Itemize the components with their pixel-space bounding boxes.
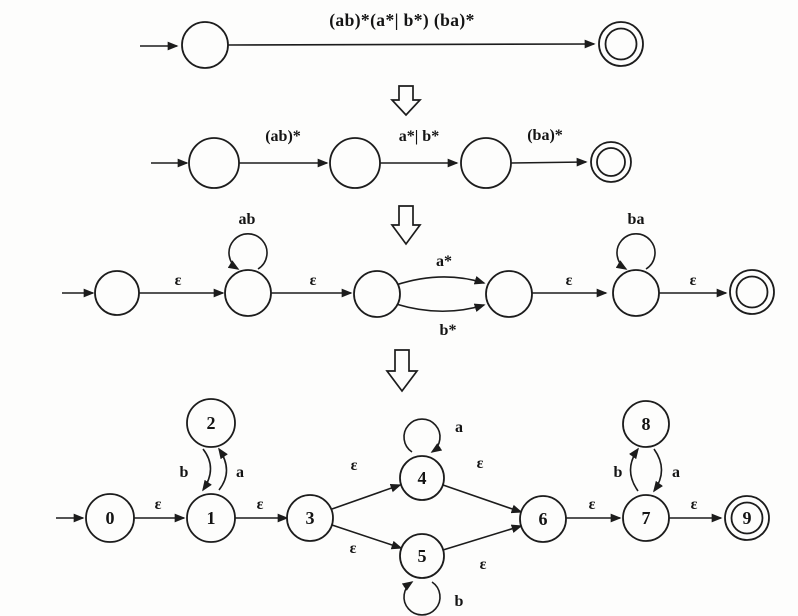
- self-loop-edge-4-a: [403, 418, 443, 453]
- epsilon-edge-3-4: [331, 483, 402, 510]
- epsilon-label: ε: [310, 272, 317, 289]
- edge-2-to-1-b: [202, 448, 212, 492]
- state-4-label: 4: [418, 468, 427, 488]
- stage2-concatenation-nfa: (ab)* a*| b* (ba)*: [151, 127, 632, 189]
- input-a-label: a: [236, 464, 244, 481]
- state-9-label: 9: [743, 508, 752, 528]
- self-loop-label: ab: [239, 211, 256, 228]
- state: [485, 270, 533, 318]
- state: [94, 270, 140, 316]
- branch-top-edge: [395, 276, 486, 286]
- accepting-state-inner-ring: [604, 27, 638, 61]
- epsilon-label: ε: [155, 496, 162, 513]
- input-a-label: a: [672, 464, 680, 481]
- stage3-epsilon-nfa: ε ab ε a* b* ε ba ε: [62, 211, 775, 339]
- state-1-label: 1: [207, 508, 216, 528]
- accepting-state: [598, 21, 644, 67]
- step-down-arrow-icon: [390, 85, 422, 117]
- self-loop-edge-5-b: [401, 581, 441, 616]
- start-state: [181, 21, 229, 69]
- regex-transition-label: (ab)*(a*| b*) (ba)*: [329, 10, 475, 30]
- edge-1-to-2-a: [218, 447, 228, 491]
- state-2: [186, 398, 236, 448]
- state-0-label: 0: [106, 508, 115, 528]
- state-6: [519, 495, 567, 543]
- accepting-state: [729, 269, 775, 315]
- state-2-label: 2: [207, 413, 216, 433]
- input-b-label: b: [180, 464, 189, 481]
- epsilon-label: ε: [691, 496, 698, 513]
- epsilon-label: ε: [480, 556, 487, 573]
- accepting-state-inner-ring: [730, 501, 764, 535]
- edge-7-to-8-b: [628, 447, 639, 492]
- epsilon-label: ε: [257, 496, 264, 513]
- accepting-state: [590, 141, 632, 183]
- transition-edge: [510, 157, 588, 167]
- state-7-label: 7: [642, 508, 651, 528]
- stage1-generalized-nfa: (ab)*(a*| b*) (ba)*: [140, 10, 644, 69]
- state-3-label: 3: [306, 508, 315, 528]
- epsilon-label: ε: [566, 272, 573, 289]
- accepting-state-9: 9: [724, 495, 770, 541]
- transition-label: (ab)*: [265, 128, 301, 145]
- epsilon-edge-5-6: [442, 524, 523, 551]
- state-6-label: 6: [539, 509, 548, 529]
- branch-bottom-edge: [395, 303, 486, 313]
- state-8: [622, 400, 670, 448]
- state: [612, 269, 660, 317]
- edge-8-to-7-a: [653, 448, 664, 493]
- state-8-label: 8: [642, 414, 651, 434]
- transition-label: a*| b*: [399, 128, 439, 145]
- state: [329, 137, 381, 189]
- accepting-state-inner-ring: [596, 147, 626, 177]
- state: [188, 137, 240, 189]
- accepting-state-inner-ring: [735, 275, 769, 309]
- state: [224, 269, 272, 317]
- step-down-arrow-icon: [390, 205, 422, 246]
- epsilon-label: ε: [690, 272, 697, 289]
- epsilon-edge-3-5: [331, 524, 403, 550]
- input-b-label: b: [614, 464, 623, 481]
- regex-transition-edge: [227, 39, 596, 49]
- transition-label: (ba)*: [527, 127, 563, 144]
- input-a-label: a: [455, 419, 463, 436]
- state-5-label: 5: [418, 546, 427, 566]
- epsilon-label: ε: [350, 540, 357, 557]
- stage4-numbered-nfa: 0 ε b a 1 2 ε 3 ε ε 4 a 5 b ε ε 6 ε: [56, 398, 770, 616]
- self-loop-edge: [227, 233, 268, 270]
- self-loop-edge: [615, 233, 656, 270]
- state-3: [286, 494, 334, 542]
- step-down-arrow-icon: [385, 349, 419, 393]
- state-5: [399, 533, 445, 579]
- state-4: [399, 455, 445, 501]
- state: [353, 270, 401, 318]
- epsilon-label: ε: [351, 457, 358, 474]
- self-loop-label: ba: [628, 211, 645, 228]
- branch-top-label: a*: [436, 253, 452, 270]
- input-b-label: b: [455, 593, 464, 610]
- branch-bottom-label: b*: [440, 322, 457, 339]
- epsilon-label: ε: [589, 496, 596, 513]
- epsilon-label: ε: [175, 272, 182, 289]
- epsilon-label: ε: [477, 455, 484, 472]
- epsilon-edge-4-6: [442, 484, 523, 514]
- state: [460, 137, 512, 189]
